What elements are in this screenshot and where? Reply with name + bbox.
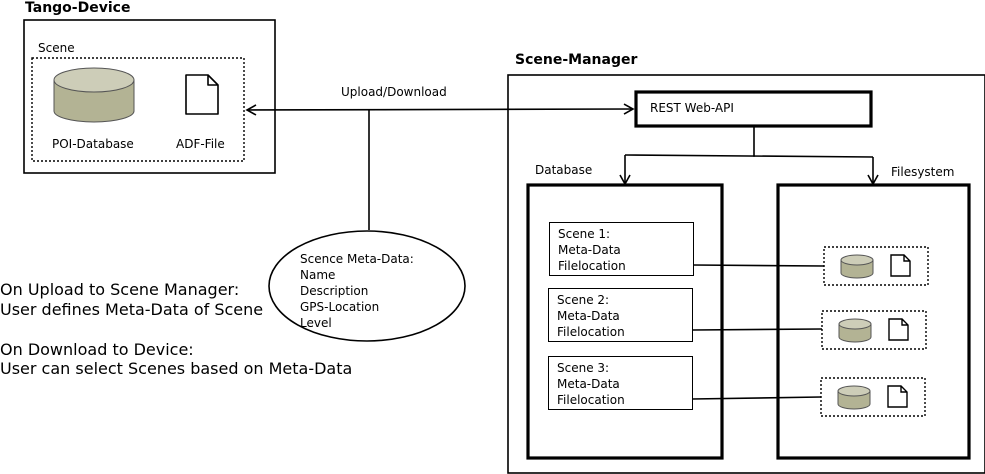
scene-database-icon [837,385,871,410]
adf-file-icon [185,74,219,115]
metadata-field-description: Description [300,284,369,298]
download-note-line1: On Download to Device: [0,340,194,359]
scene-1-meta: Meta-Data [558,243,621,257]
tango-device-box [23,19,276,174]
rest-api-box [634,90,873,128]
scene-adf-file-icon [890,254,911,277]
upload-note-line1: On Upload to Scene Manager: [0,280,240,299]
file-entry-1 [823,246,929,286]
file-entry-2 [821,310,927,350]
scene-2-meta: Meta-Data [557,309,620,323]
scene-1-box: Scene 1: Meta-Data Filelocation [549,222,694,276]
scene-label: Scene [38,41,75,55]
file-entry-3 [820,377,926,417]
metadata-field-level: Level [300,316,332,330]
scene-2-file: Filelocation [557,325,625,339]
metadata-title: Scence Meta-Data: [300,252,414,266]
database-label: Database [535,163,593,177]
scene-1-file: Filelocation [558,259,626,273]
scene-dotted-box [31,57,245,162]
scene-2-name: Scene 2: [557,293,610,307]
rest-api-label: REST Web-API [650,101,734,115]
scene-database-icon [840,254,874,279]
upload-download-label: Upload/Download [341,85,447,99]
scene-manager-box [507,74,985,474]
scene-1-name: Scene 1: [558,227,611,241]
tango-device-title: Tango-Device [25,0,131,16]
scene-database-icon [838,318,872,343]
scene-2-file-connector [692,328,823,331]
upload-note-line2: User defines Meta-Data of Scene [0,300,264,319]
api-branch-connector [624,127,874,158]
metadata-field-name: Name [300,268,336,282]
filesystem-label: Filesystem [891,165,955,179]
scene-adf-file-icon [888,318,909,341]
poi-database-icon [53,67,135,123]
scene-manager-title: Scene-Manager [515,52,638,68]
poi-database-label: POI-Database [52,137,134,151]
scene-3-file: Filelocation [557,393,625,407]
adf-file-label: ADF-File [176,137,225,151]
upload-download-arrow [245,103,635,116]
download-note-line2: User can select Scenes based on Meta-Dat… [0,359,353,378]
metadata-field-gps: GPS-Location [300,300,380,314]
database-box [526,183,724,460]
scene-1-file-connector [692,264,825,267]
scene-3-box: Scene 3: Meta-Data Filelocation [548,356,693,410]
scene-3-meta: Meta-Data [557,377,620,391]
metadata-text: Scence Meta-Data: Name Description GPS-L… [300,251,414,331]
scene-3-file-connector [691,396,822,400]
scene-2-box: Scene 2: Meta-Data Filelocation [548,288,693,342]
filesystem-box [776,183,971,460]
scene-3-name: Scene 3: [557,361,610,375]
scene-adf-file-icon [887,385,908,408]
metadata-ellipse [268,230,466,342]
